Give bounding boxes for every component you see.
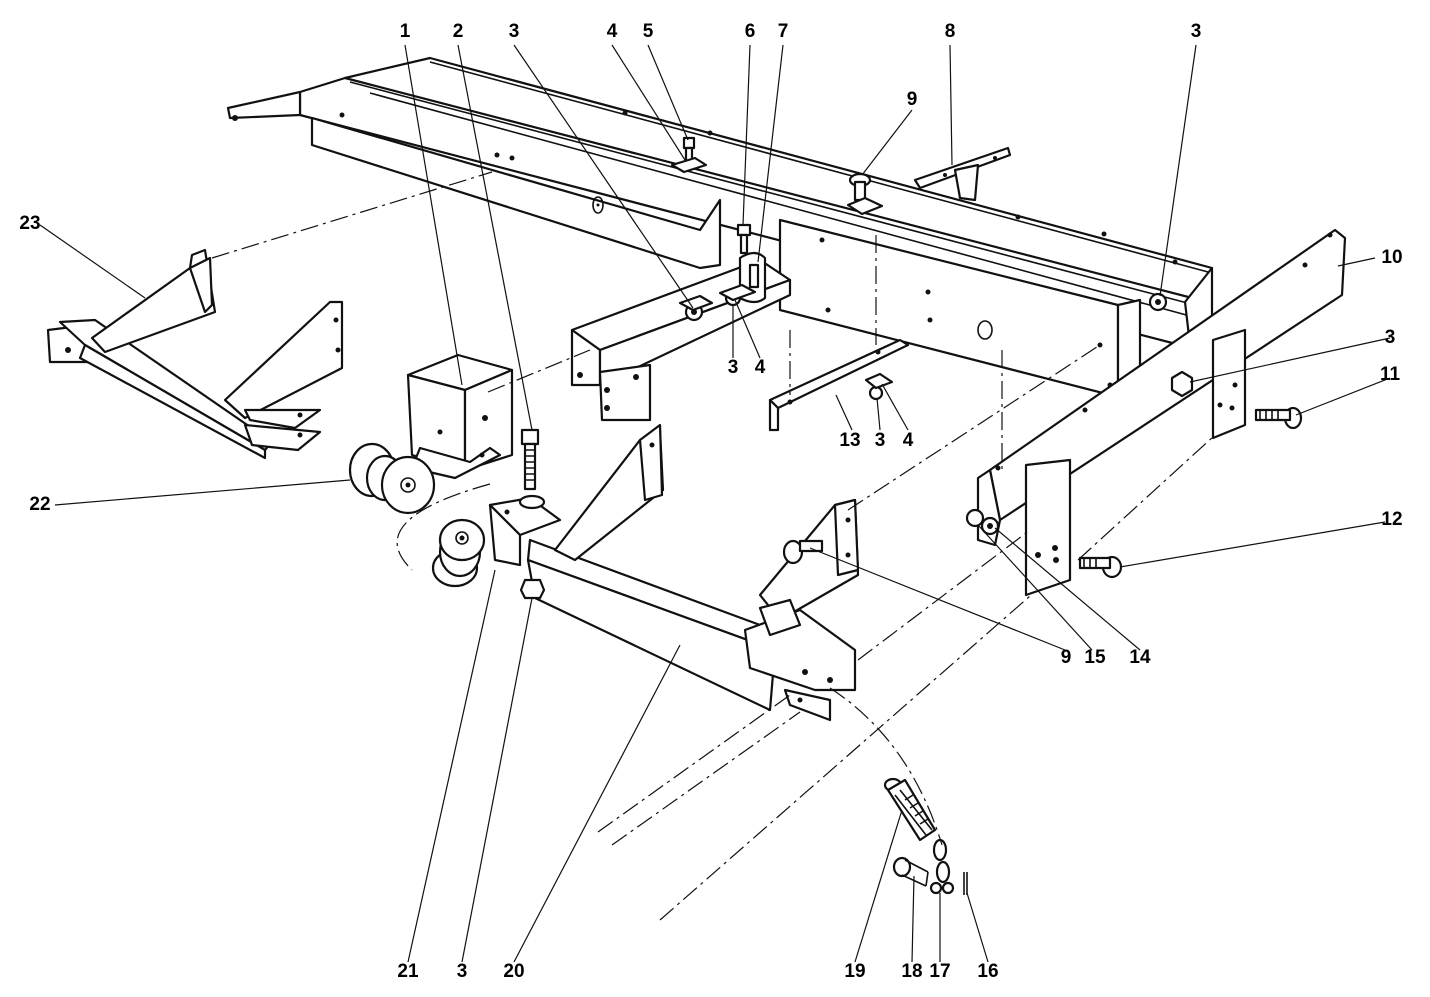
callout-19: 19 [844,961,865,982]
callout-4: 4 [607,21,618,42]
bolt-9-lower [782,539,824,565]
clevis-pin [892,856,929,887]
callout-1: 1 [400,21,411,42]
callout-8: 8 [945,21,956,42]
bolt-2 [520,428,540,491]
callout-labels: 1 2 3 4 5 6 7 8 9 3 10 3 11 12 23 3 4 13… [19,21,1402,982]
callout-7: 7 [778,21,789,42]
callout-16: 16 [977,961,998,982]
roller-wheel-upper [348,442,436,515]
callout-3: 3 [1191,21,1202,42]
callout-3: 3 [875,430,886,451]
nut-3-bracket [864,372,894,401]
callout-2: 2 [453,21,464,42]
callout-20: 20 [503,961,524,982]
top-bracket [913,146,1012,202]
nut-3-right [1170,370,1194,398]
nut-3-center [678,294,714,322]
callout-15: 15 [1084,647,1106,668]
callout-4: 4 [903,430,914,451]
callout-22: 22 [29,494,50,515]
callout-9: 9 [1061,647,1072,668]
callout-18: 18 [901,961,922,982]
callout-11: 11 [1380,364,1401,385]
callout-3: 3 [728,357,739,378]
bolt-12 [1078,555,1123,579]
nut-14-washer-15 [965,508,1000,536]
callout-12: 12 [1381,509,1402,530]
callout-17: 17 [929,961,950,982]
nut-3-mid [718,283,757,307]
assembly-lines [211,171,1215,921]
callout-9: 9 [907,89,918,110]
bolt-6 [736,223,752,255]
frame-side-panel [310,116,722,270]
callout-23: 23 [19,213,40,234]
callout-4: 4 [755,357,766,378]
nut-3-top-right [1148,292,1168,312]
callout-3: 3 [509,21,520,42]
bolt-5 [670,136,708,174]
washer-lower [518,494,546,510]
callout-3: 3 [457,961,468,982]
cotter-pin [963,872,968,895]
callout-13: 13 [839,430,860,451]
right-arm [976,228,1347,597]
callout-14: 14 [1129,647,1151,668]
callout-5: 5 [643,21,654,42]
bolt-9-top [846,172,884,216]
cross-channel [570,258,792,422]
angle-bracket [768,338,910,432]
roller-wheel-lower [431,518,486,588]
nut-3-lower [519,578,546,600]
bolt-11 [1254,406,1303,430]
leader-lines [39,44,1391,963]
lower-hitch-frame [488,423,860,722]
spring-assembly [883,777,955,895]
callout-3: 3 [1385,327,1396,348]
callout-10: 10 [1381,247,1402,268]
callout-21: 21 [397,961,419,982]
callout-6: 6 [745,21,756,42]
left-hitch-frame [46,248,344,460]
